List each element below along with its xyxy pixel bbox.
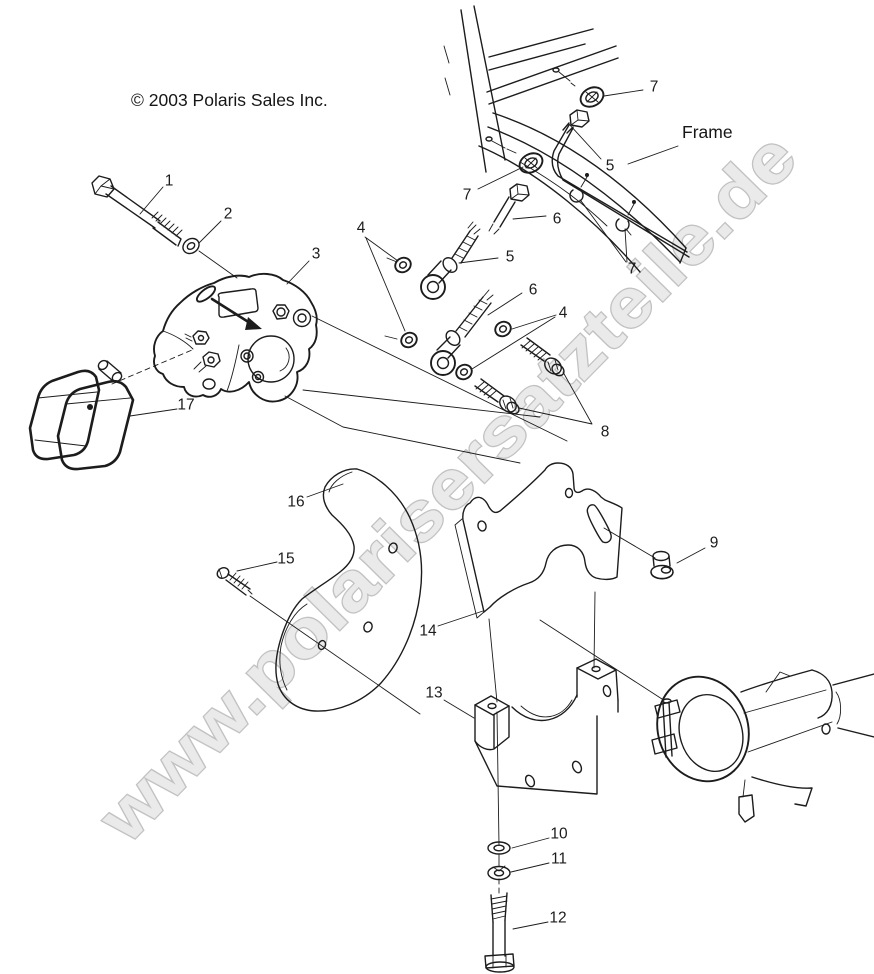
callout-7-9: 7 [650, 79, 659, 96]
lower-mount-bracket [475, 659, 618, 794]
disc-guard [276, 469, 422, 711]
grommet-upper [553, 68, 607, 133]
callout-2-1: 2 [224, 206, 233, 223]
banjo-fitting-6 [431, 290, 493, 375]
grommet-lower [486, 137, 546, 234]
callout-7-10: 7 [463, 187, 472, 204]
caliper-mount-bracket [455, 463, 622, 618]
callout-7-11: 7 [628, 261, 637, 278]
callout-4-4: 4 [559, 305, 568, 322]
callout-14-18: 14 [419, 623, 437, 640]
assembly-axis-lines [250, 316, 662, 893]
brake-caliper [154, 274, 317, 402]
screw-icon [553, 68, 559, 72]
callout-11-15: 11 [551, 851, 567, 868]
brake-hose-on-frame [552, 125, 689, 257]
mount-bolt-12 [485, 893, 514, 972]
callout-10-14: 10 [550, 826, 568, 843]
screw-icon [486, 137, 492, 141]
callout-17-21: 17 [177, 397, 194, 414]
axle-bearing-carrier [644, 665, 874, 822]
callout-9-13: 9 [710, 535, 719, 552]
screw-icon [585, 173, 589, 177]
brake-pads [30, 350, 192, 469]
callout-13-17: 13 [425, 685, 442, 702]
direction-arrow-icon [195, 284, 262, 330]
watermark-text: www.polarisersatzteile.de [84, 118, 812, 857]
sealing-washers [385, 255, 513, 382]
frame-tubes [444, 6, 686, 272]
callout-12-16: 12 [549, 910, 566, 927]
hose-clips [570, 173, 636, 235]
screw-icon [632, 200, 636, 204]
callout-leader-lines [130, 90, 705, 929]
spacer-9 [651, 552, 673, 579]
callout-4-3: 4 [357, 220, 366, 237]
copyright-text: © 2003 Polaris Sales Inc. [131, 90, 328, 110]
pad-pin [97, 359, 124, 384]
callout-6-7: 6 [529, 282, 538, 299]
lock-washer-11 [488, 866, 510, 880]
guard-screw [215, 566, 252, 595]
callout-15-19: 15 [277, 551, 294, 568]
callout-8-12: 8 [601, 424, 610, 441]
callout-6-8: 6 [553, 211, 562, 228]
callout-16-20: 16 [287, 494, 304, 511]
banjo-fitting-5 [421, 222, 480, 299]
caliper-bolt [92, 176, 182, 246]
callout-1-0: 1 [165, 173, 174, 190]
banjo-bolts [475, 338, 566, 416]
frame-label: Frame [682, 122, 733, 142]
callout-5-5: 5 [506, 249, 515, 266]
callout-3-2: 3 [312, 246, 321, 263]
washer-2 [180, 235, 237, 278]
callout-5-6: 5 [606, 158, 615, 175]
